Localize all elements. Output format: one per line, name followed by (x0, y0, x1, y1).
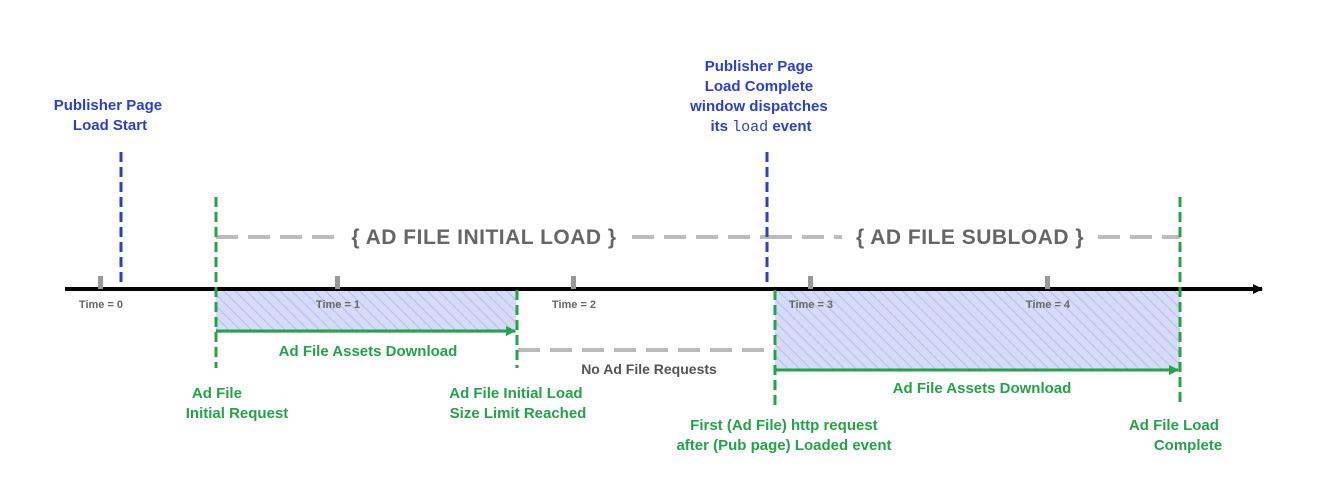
ad-load-complete-label: Ad File Load Complete (1129, 417, 1223, 454)
tick-3 (808, 276, 813, 289)
second-download-region (775, 290, 1180, 370)
ad-initial-request-label: Ad File Initial Request (186, 385, 289, 422)
ad-size-limit-label: Ad File Initial Load Size Limit Reached (449, 385, 587, 422)
phase-initial-load: { AD FILE INITIAL LOAD } (351, 226, 616, 249)
tick-2 (571, 276, 576, 289)
tick-label-2: Time = 2 (552, 299, 596, 311)
second-download-label: Ad File Assets Download (893, 380, 1072, 397)
first-download-region (216, 290, 516, 333)
tick-1 (335, 276, 340, 289)
tick-label-0: Time = 0 (79, 299, 123, 311)
tick-0 (98, 276, 103, 289)
tick-4 (1045, 276, 1050, 289)
first-request-label: First (Ad File) http request after (Pub … (676, 417, 891, 454)
tick-label-4: Time = 4 (1026, 299, 1071, 311)
tick-label-3: Time = 3 (789, 299, 833, 311)
no-requests-label: No Ad File Requests (581, 361, 717, 377)
pub-load-start-label: Publisher Page Load Start (54, 97, 167, 134)
first-download-label: Ad File Assets Download (279, 343, 458, 360)
pub-load-complete-label: Publisher Page Load Complete window disp… (689, 58, 832, 136)
tick-label-1: Time = 1 (316, 299, 360, 311)
phase-subload: { AD FILE SUBLOAD } (856, 226, 1084, 249)
